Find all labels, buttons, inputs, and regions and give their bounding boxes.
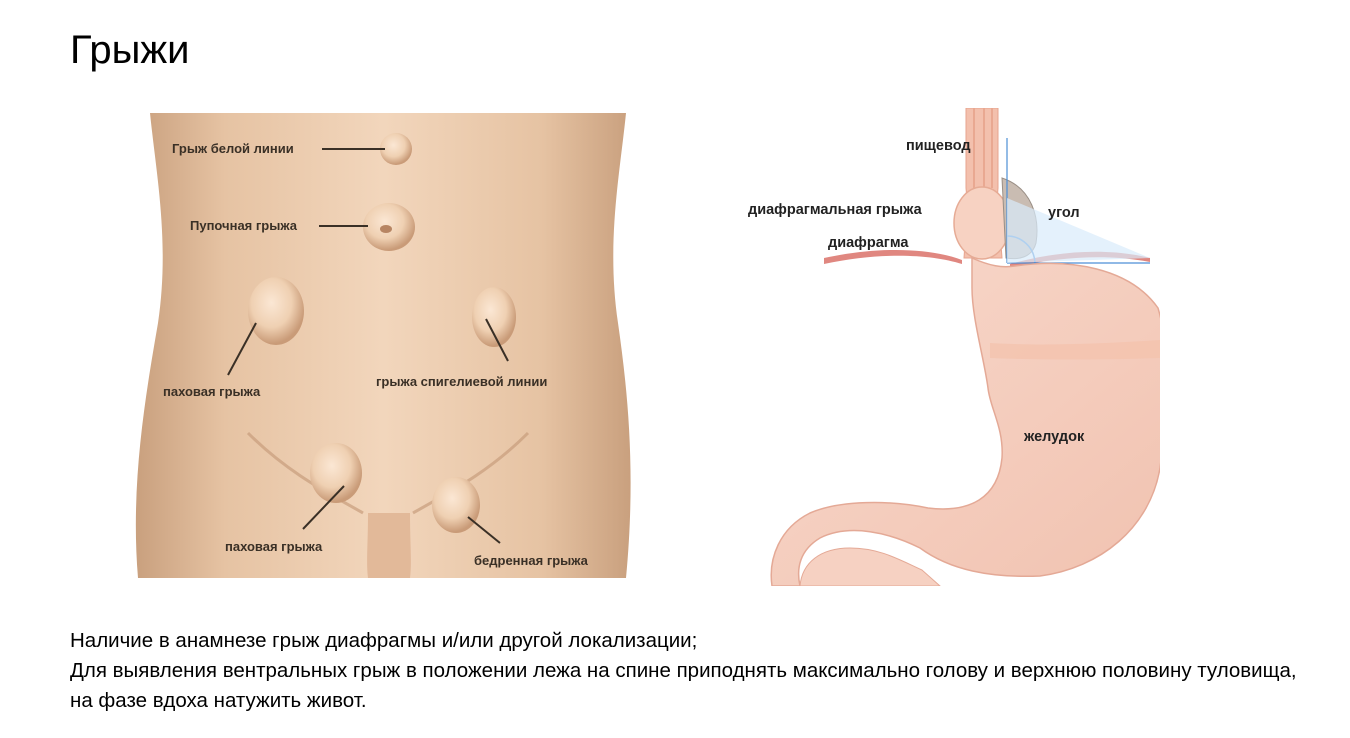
paragraph-ventral-hernia-test: Для выявления вентральных грыж в положен… bbox=[70, 659, 1297, 712]
pylorus-shape bbox=[799, 547, 941, 586]
gastric-fluid-line bbox=[990, 340, 1160, 360]
label-angle: угол bbox=[1048, 205, 1080, 221]
groin-crease-left bbox=[246, 431, 364, 515]
torso-drawing: Грыж белой линии Пупочная грыжа паховая … bbox=[128, 113, 648, 578]
label-umbilical-hernia: Пупочная грыжа bbox=[190, 218, 298, 233]
slide-title: Грыжи bbox=[70, 28, 190, 72]
groin-crease-right bbox=[412, 431, 530, 515]
label-femoral-hernia: бедренная грыжа bbox=[474, 553, 589, 568]
spigelian-hernia bbox=[472, 287, 516, 347]
linea-alba-hernia bbox=[380, 133, 412, 165]
label-esophagus: пищевод bbox=[906, 138, 971, 154]
femoral-hernia bbox=[432, 477, 480, 533]
genital-shape bbox=[367, 513, 411, 578]
label-stomach: желудок bbox=[1023, 429, 1085, 445]
paragraph-anamnesis: Наличие в анамнезе грыж диафрагмы и/или … bbox=[70, 629, 698, 652]
label-inguinal-hernia-bottom: паховая грыжа bbox=[225, 539, 323, 554]
abdominal-hernias-illustration: Грыж белой линии Пупочная грыжа паховая … bbox=[128, 113, 648, 578]
body-text: Наличие в анамнезе грыж диафрагмы и/или … bbox=[70, 626, 1310, 716]
inguinal-hernia-left bbox=[248, 277, 304, 345]
hiatal-hernia-illustration: пищевод диафрагмальная грыжа угол диафра… bbox=[740, 108, 1160, 586]
label-spigelian-hernia: грыжа спигелиевой линии bbox=[376, 374, 547, 389]
label-diaphragm: диафрагма bbox=[828, 235, 909, 251]
label-hiatal-hernia: диафрагмальная грыжа bbox=[748, 202, 923, 218]
umbilicus bbox=[380, 225, 392, 233]
angle-shading bbox=[1007, 198, 1150, 263]
label-inguinal-hernia-left: паховая грыжа bbox=[163, 384, 261, 399]
hernia-sac bbox=[953, 186, 1011, 260]
stomach-shape bbox=[770, 256, 1160, 586]
inguinal-hernia-bottom bbox=[310, 443, 362, 503]
stomach-drawing: пищевод диафрагмальная грыжа угол диафра… bbox=[748, 108, 1160, 586]
label-linea-alba-hernia: Грыж белой линии bbox=[172, 141, 294, 156]
diaphragm-left bbox=[824, 249, 962, 264]
torso-skin bbox=[135, 113, 631, 578]
